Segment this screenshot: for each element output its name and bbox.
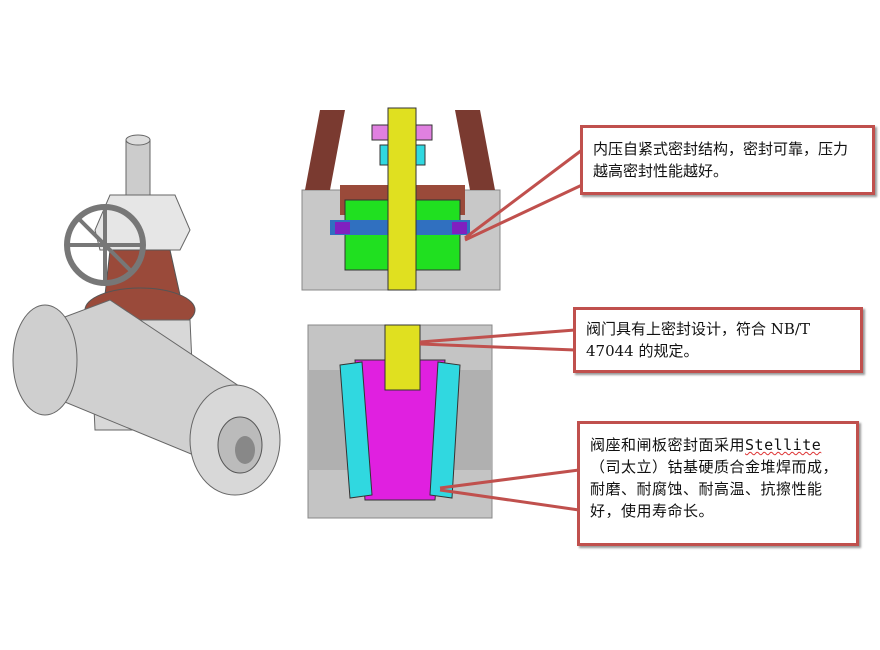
- gate-valve-illustration: [12, 134, 281, 496]
- callout-self-sealing: 内压自紧式密封结构，密封可靠，压力越高密封性能越好。: [580, 125, 875, 195]
- bonnet-seal-section: [301, 107, 501, 291]
- callout-text: 阀座和闸板密封面采用: [590, 436, 746, 454]
- seat-gate-section: [307, 324, 493, 519]
- callout-text: 阀门具有上密封设计，符合 NB/T 47044 的规定。: [586, 320, 810, 360]
- callout-latin-term: Stellite: [745, 436, 822, 454]
- callout-text: （司太立）钴基硬质合金堆焊而成，耐磨、耐腐蚀、耐高温、抗擦性能好，使用寿命长。: [590, 458, 839, 520]
- callout-seat-surface: 阀座和闸板密封面采用Stellite （司太立）钴基硬质合金堆焊而成，耐磨、耐腐蚀…: [577, 421, 859, 546]
- leader-lines: [419, 148, 583, 512]
- callout-upper-seal: 阀门具有上密封设计，符合 NB/T 47044 的规定。: [573, 307, 863, 373]
- callout-text: 内压自紧式密封结构，密封可靠，压力越高密封性能越好。: [593, 140, 849, 180]
